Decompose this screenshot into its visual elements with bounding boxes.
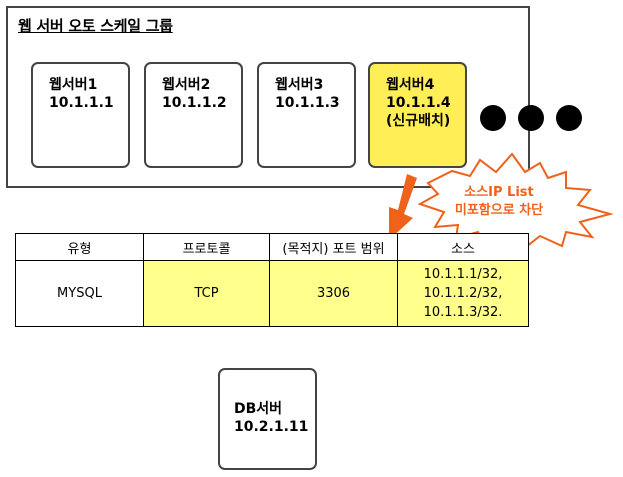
callout-burst-shape xyxy=(417,152,614,252)
header-source: 소스 xyxy=(397,233,529,261)
web-server-3: 웹서버3 10.1.1.3 xyxy=(257,62,356,168)
cell-port: 3306 xyxy=(269,260,398,327)
table-header-row: 유형 프로토콜 (목적지) 포트 범위 소스 xyxy=(15,233,529,261)
source-ip: 10.1.1.2/32, xyxy=(423,286,503,301)
source-ip: 10.1.1.3/32. xyxy=(423,305,503,320)
server-ip: 10.1.1.4 xyxy=(386,95,451,111)
cell-sources: 10.1.1.1/32, 10.1.1.2/32, 10.1.1.3/32. xyxy=(397,260,529,327)
server-name: 웹서버1 xyxy=(49,77,98,93)
header-port-range: (목적지) 포트 범위 xyxy=(269,233,398,261)
callout-line-1: 소스IP List xyxy=(464,185,534,200)
server-ip: 10.1.1.2 xyxy=(162,95,227,111)
ellipsis-dot xyxy=(480,105,506,131)
server-ip: 10.1.1.1 xyxy=(49,95,114,111)
ellipsis-dot xyxy=(556,105,582,131)
block-arrow xyxy=(389,174,417,240)
server-name: 웹서버3 xyxy=(275,77,324,93)
security-rule-table: 유형 프로토콜 (목적지) 포트 범위 소스 MYSQL TCP 3306 10… xyxy=(15,233,529,327)
server-name: 웹서버4 xyxy=(386,77,435,93)
web-server-1: 웹서버1 10.1.1.1 xyxy=(31,62,130,168)
table-row: MYSQL TCP 3306 10.1.1.1/32, 10.1.1.2/32,… xyxy=(15,260,529,327)
header-type: 유형 xyxy=(15,233,144,261)
server-ip: 10.1.1.3 xyxy=(275,95,340,111)
web-server-2: 웹서버2 10.1.1.2 xyxy=(144,62,243,168)
server-note: (신규배치) xyxy=(386,113,451,129)
web-server-4: 웹서버4 10.1.1.4 (신규배치) xyxy=(368,62,467,168)
callout-line-2: 미포함으로 차단 xyxy=(454,203,544,218)
db-ip: 10.2.1.11 xyxy=(234,419,309,435)
callout-text: 소스IP List 미포함으로 차단 xyxy=(430,184,568,220)
db-name: DB서버 xyxy=(234,401,283,417)
group-title: 웹 서버 오토 스케일 그룹 xyxy=(18,17,173,35)
cell-type: MYSQL xyxy=(15,260,144,327)
server-name: 웹서버2 xyxy=(162,77,211,93)
header-protocol: 프로토콜 xyxy=(143,233,270,261)
cell-protocol: TCP xyxy=(143,260,270,327)
db-server: DB서버 10.2.1.11 xyxy=(218,368,317,470)
ellipsis-dot xyxy=(518,105,544,131)
source-ip: 10.1.1.1/32, xyxy=(423,267,503,282)
